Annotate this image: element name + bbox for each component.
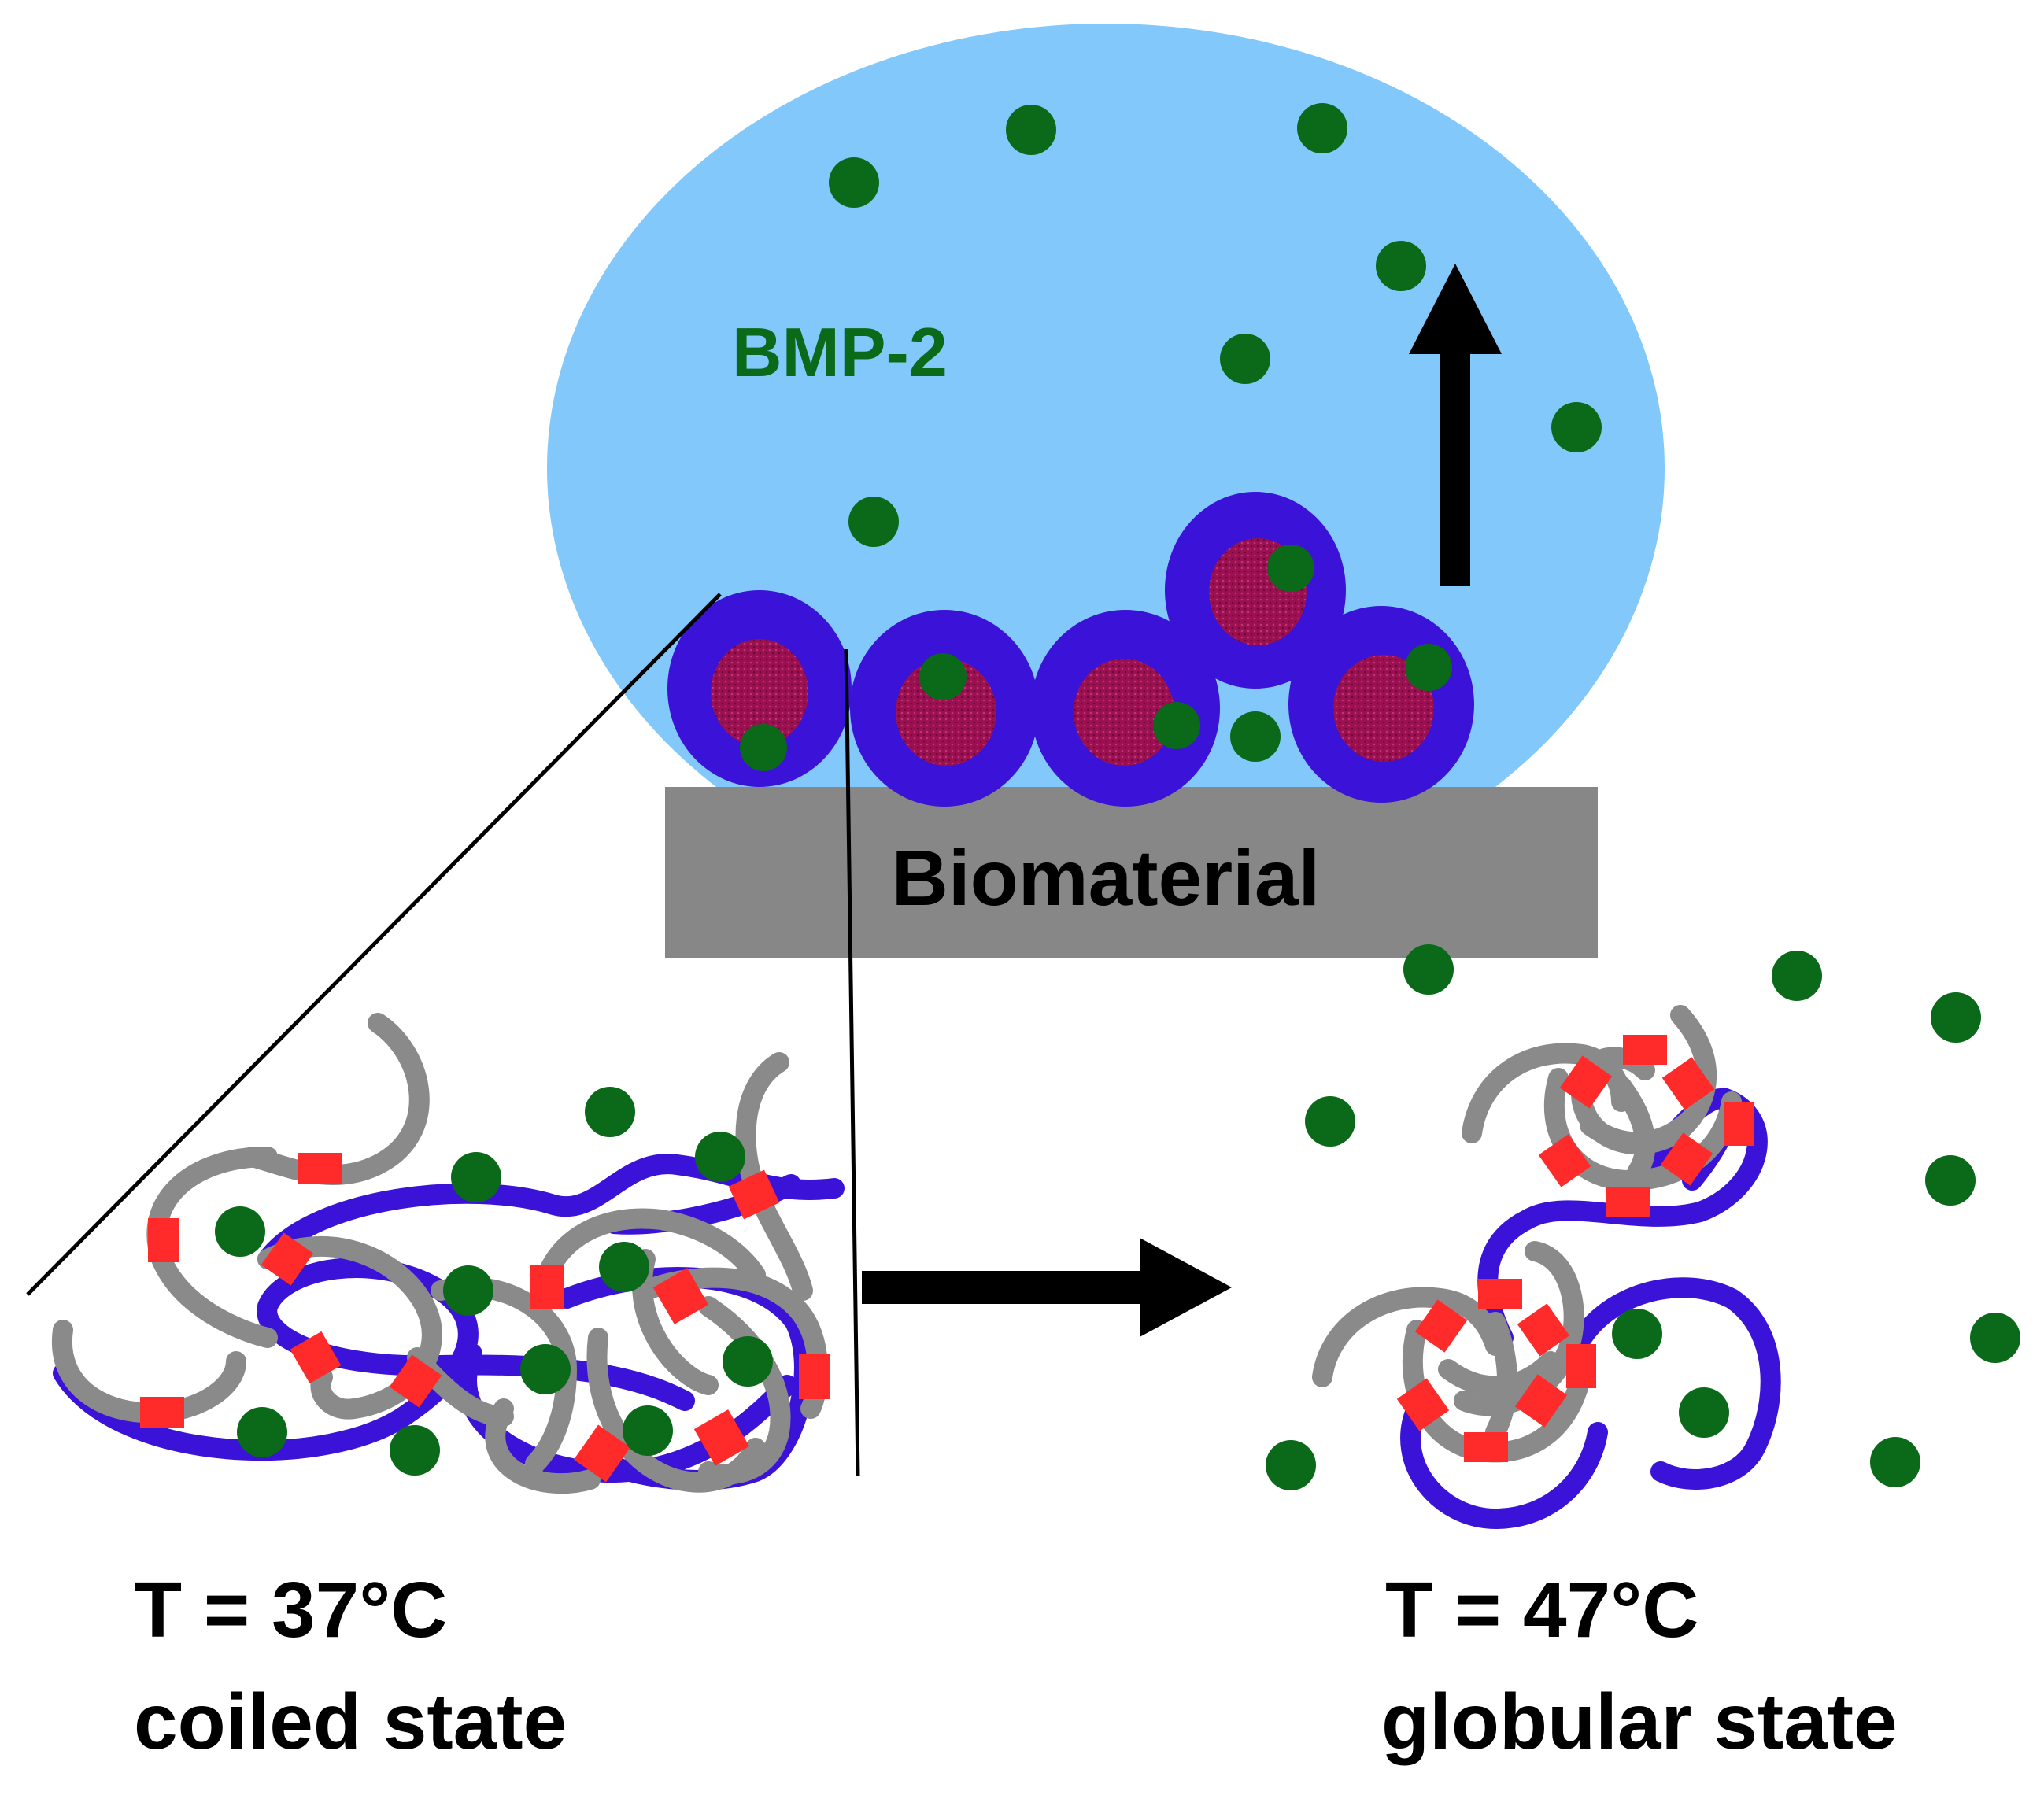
protein-dot	[723, 1336, 773, 1387]
crosslink	[1464, 1432, 1508, 1462]
protein-dot	[237, 1407, 287, 1457]
right-state-label: globular state	[1381, 1678, 1898, 1766]
released-protein-dots	[1266, 944, 2020, 1490]
crosslink	[148, 1218, 179, 1262]
free-protein-dots	[829, 103, 1602, 762]
protein-dot	[390, 1425, 440, 1476]
left-temperature-label: T = 37°C	[134, 1566, 448, 1654]
protein-dot	[1376, 241, 1426, 291]
zoom-lines	[26, 593, 860, 1476]
protein-dot	[1970, 1313, 2020, 1363]
crosslinks	[1396, 1035, 1754, 1462]
microgel-particle	[1165, 492, 1346, 689]
crosslink	[140, 1397, 184, 1428]
globular-network	[1312, 1005, 1781, 1529]
grey-chains	[1312, 1005, 1742, 1463]
crosslink	[1566, 1344, 1596, 1388]
crosslink	[1514, 1374, 1568, 1428]
crosslink	[1538, 1134, 1591, 1187]
protein-dot	[1266, 1440, 1316, 1490]
protein-dot	[623, 1405, 673, 1456]
protein-dot	[848, 497, 899, 547]
protein-dot	[585, 1087, 635, 1137]
crosslink	[728, 1169, 780, 1220]
crosslink	[389, 1354, 442, 1408]
crosslink	[530, 1265, 564, 1309]
left-state-label: coiled state	[134, 1678, 567, 1766]
biomaterial-label: Biomaterial	[892, 834, 1321, 922]
microgel-particle	[850, 610, 1039, 807]
bmp2-label: BMP-2	[732, 313, 948, 391]
crosslink	[1724, 1102, 1754, 1146]
protein-dot	[451, 1152, 501, 1202]
protein-dot	[1772, 951, 1822, 1001]
protein-dot	[1006, 105, 1056, 155]
crosslink	[261, 1232, 314, 1286]
protein-dot	[1870, 1437, 1920, 1487]
protein-dot	[1551, 402, 1602, 452]
protein-dot	[1230, 711, 1281, 762]
crosslink	[1517, 1303, 1570, 1357]
crosslink	[1661, 1057, 1715, 1110]
microgel-particle	[667, 590, 852, 787]
coiled-network	[51, 1013, 845, 1494]
crosslink	[1396, 1378, 1450, 1431]
crosslink	[1623, 1035, 1667, 1065]
protein-dot	[1305, 1096, 1355, 1147]
arrow-up-icon	[1409, 264, 1502, 586]
crosslink	[1660, 1132, 1713, 1186]
crosslink	[1478, 1279, 1522, 1309]
protein-dot	[829, 157, 879, 208]
biomaterial-block	[665, 787, 1598, 958]
protein-dot	[1925, 1155, 1976, 1206]
protein-dot	[1931, 992, 1981, 1043]
protein-dot	[1297, 103, 1347, 153]
crosslink	[1559, 1055, 1613, 1109]
protein-dot	[215, 1206, 265, 1257]
crosslink	[574, 1424, 630, 1483]
crosslink	[693, 1409, 750, 1466]
crosslink	[298, 1153, 342, 1184]
crosslink	[1414, 1299, 1468, 1353]
crosslink	[799, 1354, 830, 1399]
crosslink	[1606, 1187, 1650, 1217]
protein-dot	[1403, 944, 1454, 995]
protein-dot	[1612, 1309, 1662, 1359]
entrapped-protein-dots	[215, 1087, 773, 1476]
protein-dot	[695, 1132, 745, 1182]
crosslinks	[140, 1153, 830, 1483]
microgel-particle	[1031, 610, 1220, 807]
protein-dot	[1220, 334, 1270, 384]
protein-dot	[443, 1265, 493, 1316]
protein-dot	[599, 1242, 649, 1292]
crosslink	[652, 1268, 709, 1324]
protein-dot	[1679, 1387, 1729, 1438]
right-temperature-label: T = 47°C	[1385, 1566, 1699, 1654]
protein-dot	[520, 1344, 571, 1394]
microgel-particle	[1288, 606, 1474, 803]
crosslink	[290, 1331, 342, 1384]
arrow-right-icon	[862, 1238, 1232, 1337]
